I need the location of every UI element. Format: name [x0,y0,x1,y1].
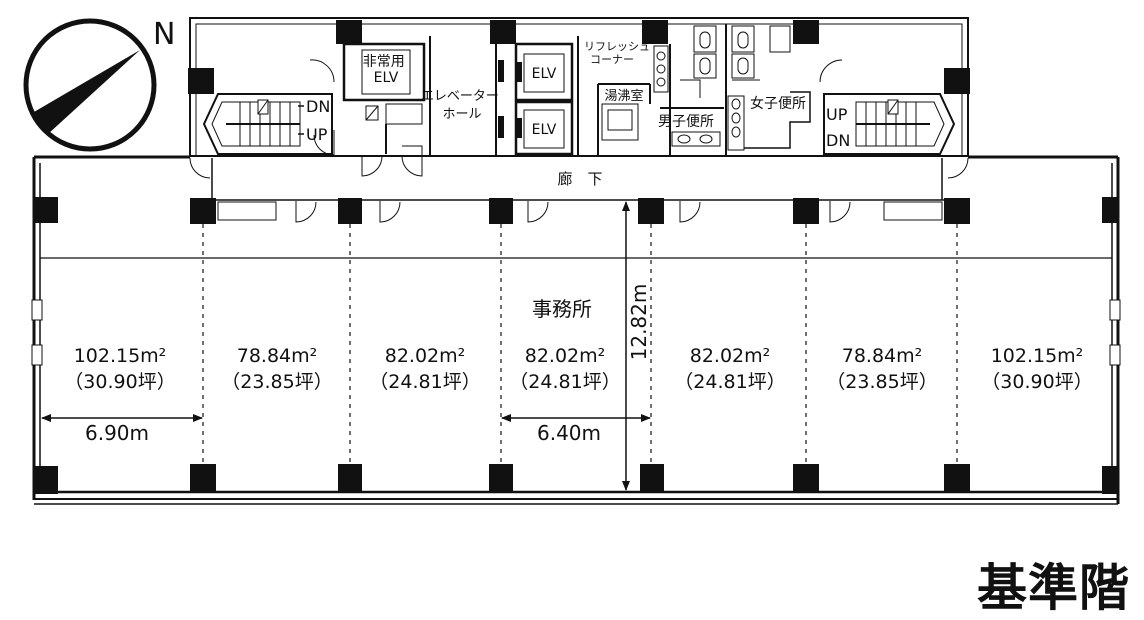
womens-toilet-label: 女子便所 [750,95,806,112]
dimension-left-width: 6.90m [85,421,149,445]
office-label: 事務所 [532,297,592,321]
stair-right [819,59,956,155]
dimension-center-width: 6.40m [537,421,601,445]
womens-toilet [725,24,811,156]
unit-6-area: 78.84m² [842,345,923,367]
elevator-hall-walls [429,36,497,156]
elevator-hall-line1: エレベーター [421,89,499,104]
compass: N [23,17,175,152]
stair-left-dn-label: DN [306,97,330,116]
unit-1-area: 102.15m² [74,345,167,367]
mens-toilet-label: 男子便所 [658,114,714,130]
emergency-elevator-line1: 非常用 [363,54,405,70]
unit-2-tsubo: （23.85坪） [221,371,332,393]
unit-3-tsubo: （24.81坪） [369,371,480,393]
emergency-elevator-line2: ELV [374,70,399,86]
office-units: 102.15m² （30.90坪） 78.84m² （23.85坪） 82.02… [64,345,1092,393]
stair-left [202,59,335,156]
unit-4-area: 82.02m² [525,345,606,367]
unit-7-area: 102.15m² [991,345,1084,367]
unit-1-tsubo: （30.90坪） [64,371,175,393]
mens-toilet [660,25,724,156]
unit-4-tsubo: （24.81坪） [509,371,620,393]
compass-ring [23,18,157,152]
side-windows [31,299,1121,366]
unit-7-tsubo: （30.90坪） [981,371,1092,393]
dimension-lines [41,201,651,491]
elevator-hall-line2: ホール [442,107,481,122]
unit-2-area: 78.84m² [237,345,318,367]
unit-doors [189,157,969,223]
refresh-kitchenette [577,36,669,156]
elevator-lower-label: ELV [532,122,557,138]
columns [34,20,1118,494]
office-walls [32,155,1120,505]
refresh-corner-line2: コーナー [590,53,634,66]
emergency-elevator [342,42,426,177]
elevator-hall-label: エレベーター ホール [421,89,503,122]
unit-5-tsubo: （24.81坪） [674,371,785,393]
elevator-upper-label: ELV [532,66,557,82]
floor-title: 基準階 [977,559,1130,617]
emergency-elevator-label: 非常用 ELV [363,54,409,86]
dimension-depth: 12.82m [627,284,651,361]
elevators [498,42,574,156]
unit-5-area: 82.02m² [690,345,771,367]
stair-right-up-label: UP [826,105,848,124]
corridor-label: 廊 下 [557,170,602,188]
unit-partitions [202,224,958,464]
stair-left-up-label: UP [306,125,328,144]
compass-north-label: N [153,17,175,52]
refresh-corner-line1: リフレッシュ [584,40,650,53]
stair-right-dn-label: DN [826,131,850,150]
unit-3-area: 82.02m² [385,345,466,367]
compass-needle-icon [34,50,140,134]
kitchenette-label: 湯沸室 [604,88,643,104]
unit-6-tsubo: （23.85坪） [826,371,937,393]
refresh-corner-label: リフレッシュ コーナー [584,40,654,66]
